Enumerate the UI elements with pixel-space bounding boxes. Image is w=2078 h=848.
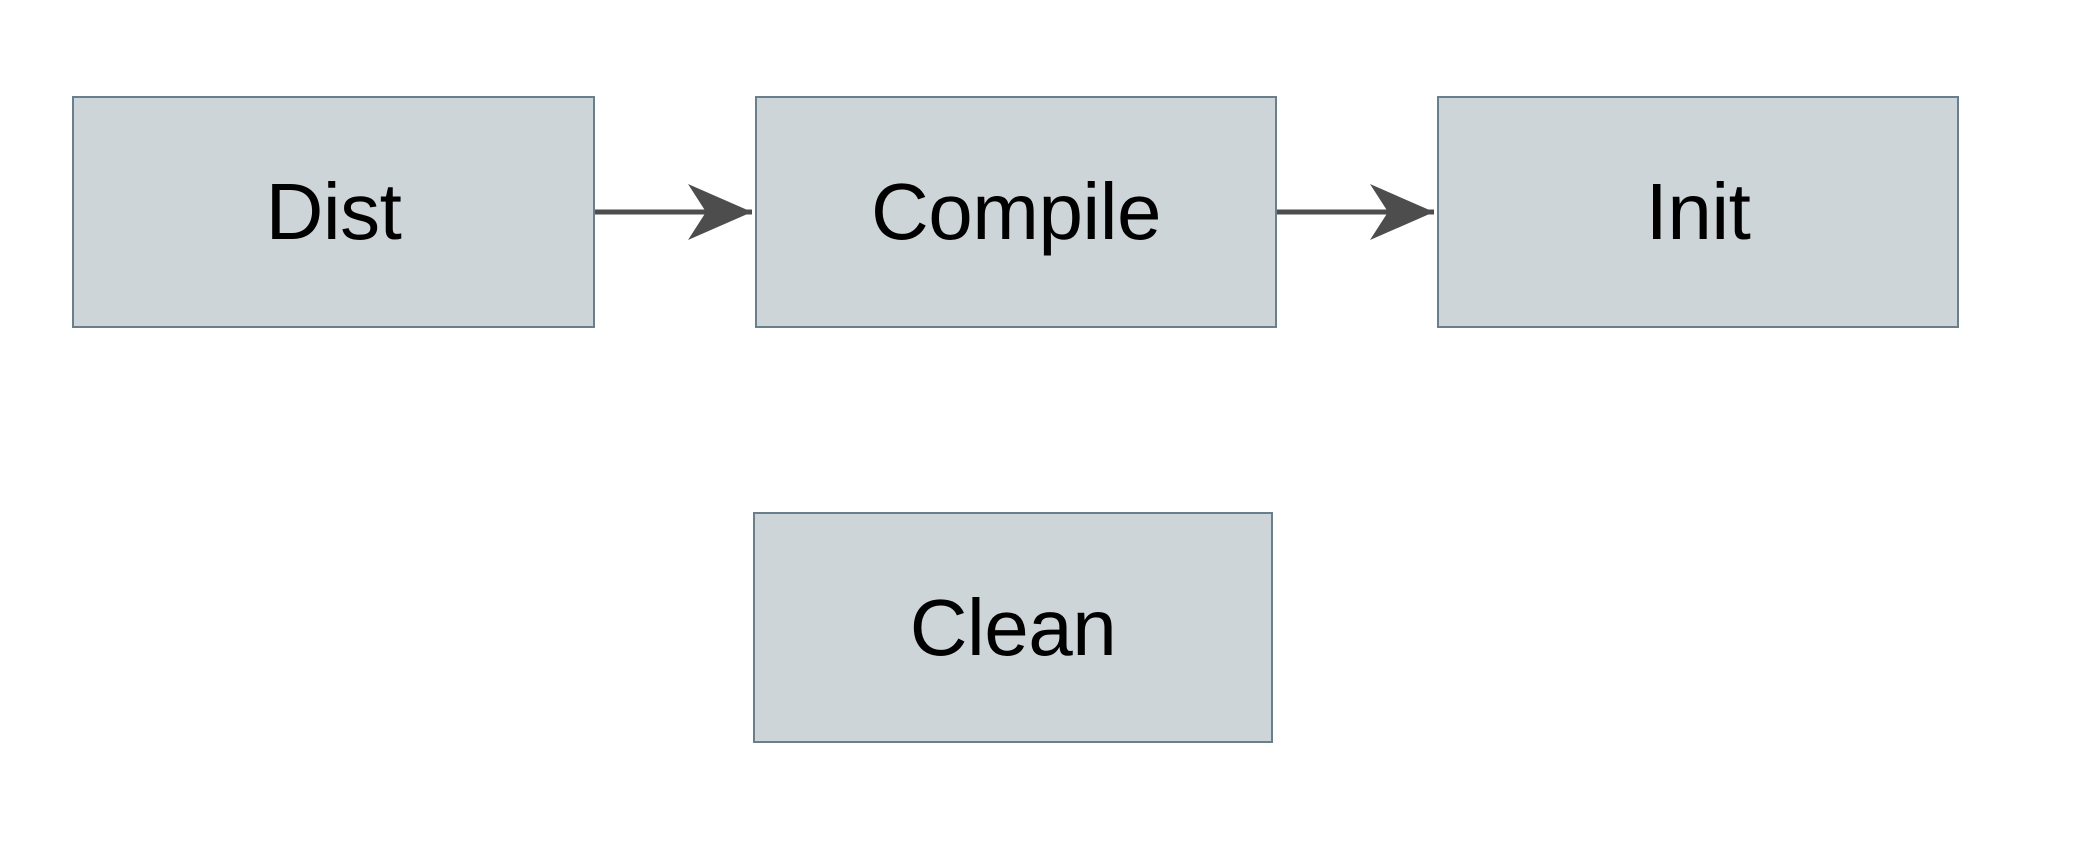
node-clean[interactable]: Clean xyxy=(753,512,1273,743)
node-compile-label: Compile xyxy=(871,167,1161,256)
node-init[interactable]: Init xyxy=(1437,96,1959,328)
node-compile[interactable]: Compile xyxy=(755,96,1277,328)
node-clean-label: Clean xyxy=(909,582,1117,672)
node-init-label: Init xyxy=(1645,167,1751,256)
edge-compile-to-init-target[interactable] xyxy=(1277,195,1437,229)
node-dist[interactable]: Dist xyxy=(72,96,595,328)
node-dist-label: Dist xyxy=(265,167,402,256)
edge-dist-to-compile-target[interactable] xyxy=(595,195,755,229)
